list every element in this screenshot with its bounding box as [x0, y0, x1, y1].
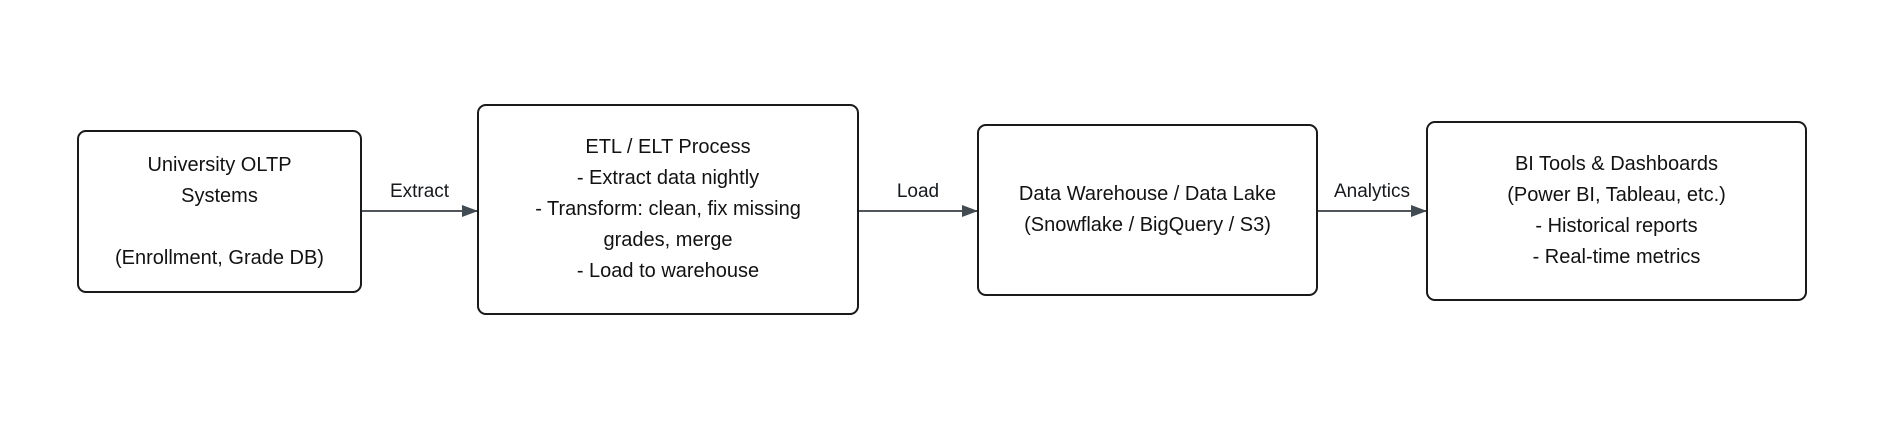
edge-label-load: Load [896, 181, 940, 202]
node-text-line: - Extract data nightly [576, 167, 760, 189]
arrow-line [1318, 205, 1427, 217]
edge-label-extract: Extract [389, 181, 450, 202]
arrowhead-icon [462, 205, 478, 217]
node-text-line: (Enrollment, Grade DB) [115, 246, 324, 269]
node-text-line: - Historical reports [1535, 215, 1698, 237]
arrow-line [859, 205, 978, 217]
edge-label-analytics: Analytics [1333, 181, 1411, 202]
edge-load: Load [859, 178, 978, 217]
arrowhead-icon [962, 205, 978, 217]
arrowhead-icon [1411, 205, 1427, 217]
node-text-line: Systems [181, 184, 258, 207]
node-text-line: - Transform: clean, fix missing [535, 198, 801, 220]
edge-analytics: Analytics [1318, 178, 1427, 217]
node-text-line: Data Warehouse / Data Lake [1018, 183, 1277, 205]
node-text-line: grades, merge [603, 229, 733, 251]
node-text-line: ETL / ELT Process [585, 136, 751, 158]
node-text-line: University OLTP [147, 153, 292, 176]
node-bi-tools: BI Tools & Dashboards (Power BI, Tableau… [1426, 121, 1807, 301]
node-text-line: (Power BI, Tableau, etc.) [1507, 184, 1726, 206]
node-etl-process: ETL / ELT Process - Extract data nightly… [477, 104, 859, 315]
edge-extract: Extract [362, 178, 478, 217]
node-university-oltp: University OLTP Systems (Enrollment, Gra… [77, 130, 362, 293]
node-text-line: BI Tools & Dashboards [1514, 153, 1719, 175]
node-text-line: (Snowflake / BigQuery / S3) [1024, 214, 1271, 236]
node-data-warehouse: Data Warehouse / Data Lake (Snowflake / … [977, 124, 1318, 296]
node-text-line: - Load to warehouse [576, 260, 760, 282]
node-text-line: - Real-time metrics [1532, 246, 1701, 268]
arrow-line [362, 205, 478, 217]
